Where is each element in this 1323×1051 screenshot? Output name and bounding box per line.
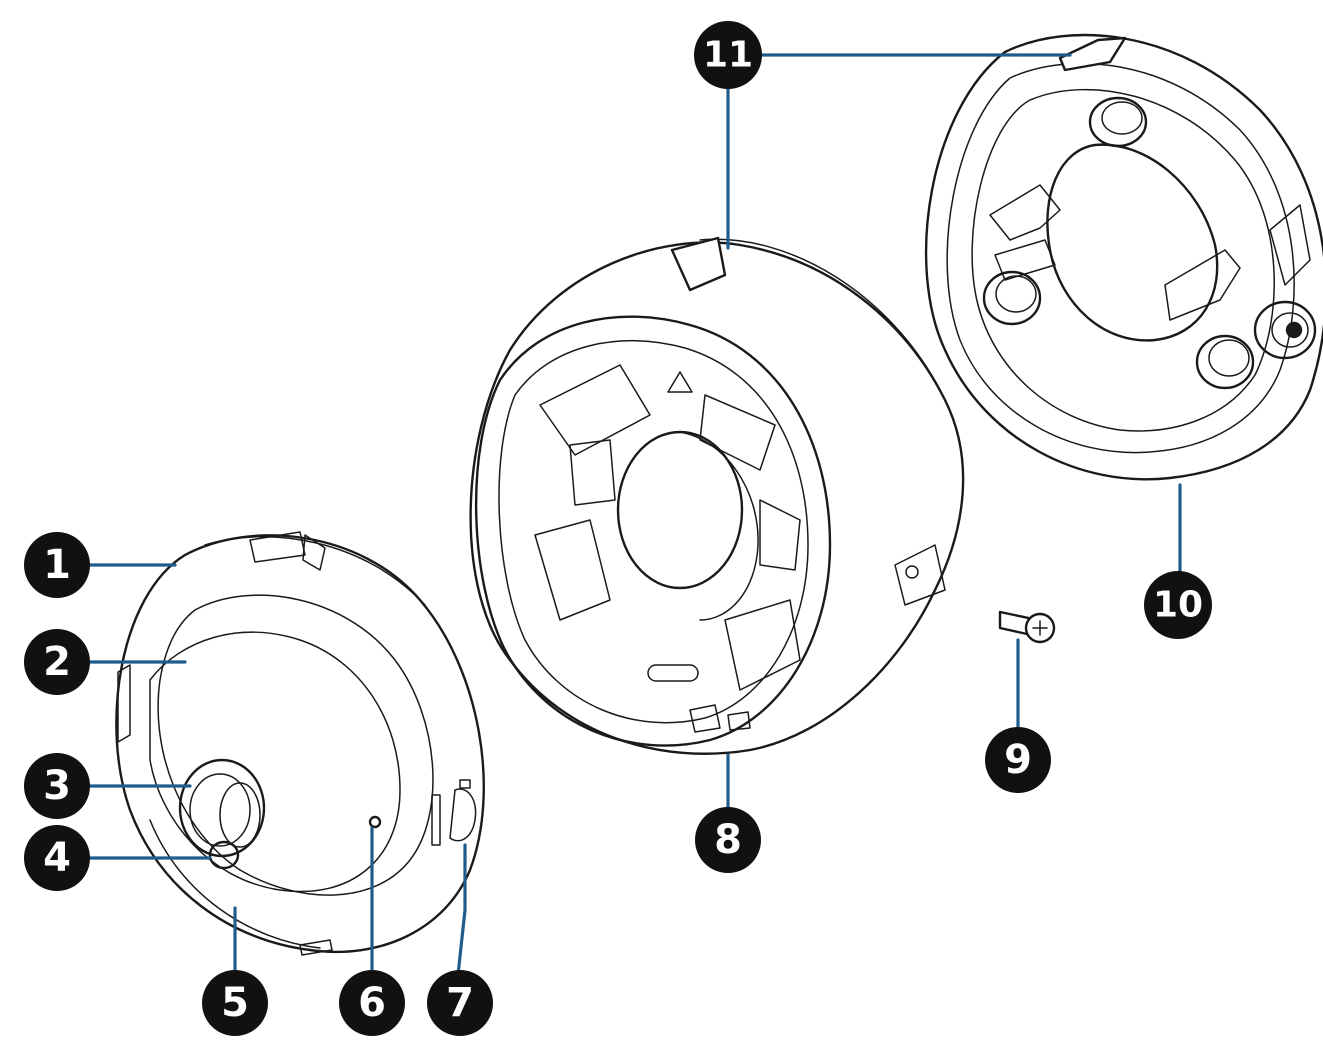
camera-body bbox=[115, 531, 485, 956]
callout-badge-11: 11 bbox=[694, 21, 762, 89]
callout-badge-9: 9 bbox=[985, 727, 1051, 793]
callout-label-9: 9 bbox=[1004, 737, 1032, 783]
callout-badge-10: 10 bbox=[1144, 571, 1212, 639]
callout-label-8: 8 bbox=[714, 817, 742, 863]
callout-label-10: 10 bbox=[1153, 585, 1203, 626]
callout-badge-4: 4 bbox=[24, 825, 90, 891]
mounting-base-plate bbox=[924, 33, 1323, 481]
callout-badge-7: 7 bbox=[427, 970, 493, 1036]
callout-badge-5: 5 bbox=[202, 970, 268, 1036]
callout-badge-1: 1 bbox=[24, 532, 90, 598]
callout-label-4: 4 bbox=[43, 835, 71, 881]
callout-label-3: 3 bbox=[43, 763, 71, 809]
leader-line-7 bbox=[456, 843, 467, 977]
callout-label-2: 2 bbox=[43, 639, 71, 685]
callout-badge-8: 8 bbox=[695, 807, 761, 873]
callout-label-5: 5 bbox=[221, 980, 249, 1026]
callout-badge-2: 2 bbox=[24, 629, 90, 695]
callout-badge-6: 6 bbox=[339, 970, 405, 1036]
callout-label-6: 6 bbox=[358, 980, 386, 1026]
mounting-ring-adapter bbox=[469, 236, 965, 755]
callout-label-11: 11 bbox=[703, 35, 753, 76]
leader-lines bbox=[86, 53, 1182, 977]
callout-label-7: 7 bbox=[446, 980, 474, 1026]
callout-label-1: 1 bbox=[43, 542, 71, 588]
screw bbox=[998, 610, 1056, 644]
callout-badge-3: 3 bbox=[24, 753, 90, 819]
